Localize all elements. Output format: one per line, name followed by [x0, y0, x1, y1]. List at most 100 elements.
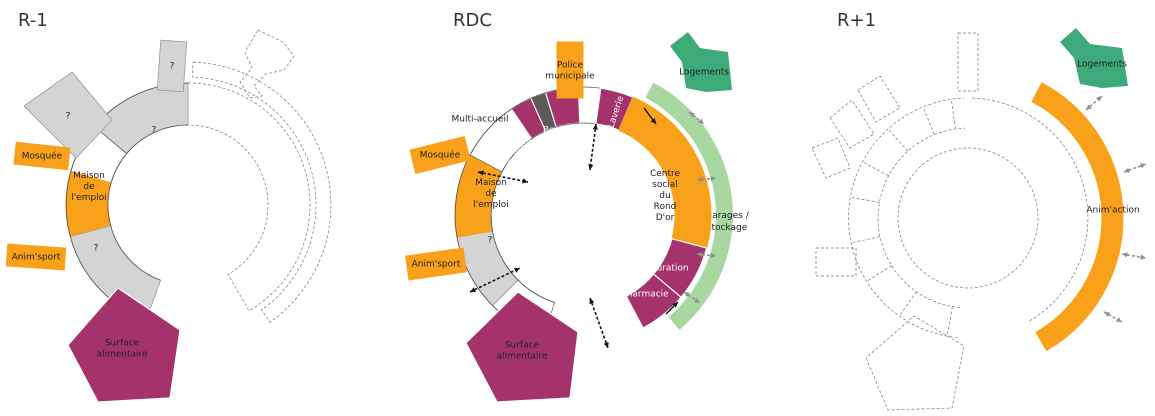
- arrow-r1-3-head: [1122, 252, 1128, 258]
- arrow-r1-1: [1085, 95, 1103, 111]
- label-centre-line: du: [659, 191, 670, 201]
- outline-radial-8: [950, 99, 956, 129]
- box-surface-alimentaire: [67, 287, 181, 403]
- label-mosquee: Mosquée: [420, 150, 461, 161]
- arrow-bottom-head: [603, 342, 609, 348]
- ring-outline: [65, 82, 189, 320]
- label-surface-line: Surface: [105, 338, 140, 348]
- label-centre-line: D'or: [656, 213, 675, 223]
- ring-inner-outline: [107, 124, 189, 281]
- arrow-bottom-head: [589, 298, 595, 304]
- arrow-r1-3-head: [1140, 254, 1146, 260]
- arrow-garage-1-head: [689, 112, 695, 118]
- outline-inner-circle: [897, 147, 1039, 289]
- panel-title-r-1: R-1: [18, 10, 48, 31]
- box-mosquee: [13, 141, 71, 171]
- arrow-garage-2: [696, 175, 717, 183]
- arrow-r1-2-head: [1140, 163, 1146, 169]
- outline-radial-3: [850, 236, 881, 244]
- label-q-upper: ?: [66, 112, 71, 122]
- box-logements: [1060, 28, 1128, 88]
- box-top-question: [156, 39, 188, 93]
- label-maison-line: l'emploi: [71, 193, 107, 203]
- outline-bottom: [865, 315, 965, 411]
- label-maison-line: l'emploi: [473, 200, 509, 210]
- outline-left: [811, 137, 851, 179]
- arrow-pharmacie-head: [672, 302, 678, 308]
- arrow-laverie-head: [650, 118, 656, 124]
- outline-radial-0: [946, 306, 953, 337]
- label-logements: Logements: [1077, 60, 1127, 70]
- arrow-top: [588, 123, 598, 171]
- arrow-r1-2-shaft: [1123, 163, 1147, 173]
- label-q-top: ?: [170, 62, 175, 72]
- label-garages: Garages /stockage: [705, 211, 750, 233]
- outline-upper-left-1: [857, 75, 901, 123]
- outline-top-shape: [239, 29, 295, 99]
- outline-radial-5: [861, 161, 889, 177]
- arrow-mosquee-centre-head: [522, 178, 528, 184]
- label-animsport: Anim'sport: [12, 253, 61, 263]
- label-logements: Logements: [679, 68, 729, 78]
- arrow-animsport-centre-shaft: [469, 267, 521, 293]
- label-centre-line: social: [652, 180, 678, 190]
- outline-ring-right: [187, 82, 311, 312]
- outline-radial-1: [898, 291, 917, 317]
- arrow-garage-4-head: [684, 292, 690, 298]
- box-upper-left: [23, 71, 113, 159]
- arrow-animsport-centre-head: [514, 267, 520, 273]
- label-q: ?: [488, 236, 493, 246]
- label-q-lower: ?: [94, 244, 99, 254]
- label-animaction: Anim'action: [1086, 206, 1139, 216]
- arc-animaction: [1031, 82, 1124, 352]
- arrow-r1-4: [1103, 311, 1123, 323]
- outline-left-box: [815, 247, 857, 277]
- arrow-r1-4-head: [1104, 312, 1110, 317]
- label-animsport: Anim'sport: [412, 260, 461, 270]
- arrow-laverie: [643, 107, 657, 125]
- label-q-arc: ?: [152, 126, 157, 136]
- label-mosquee: Mosquée: [22, 151, 63, 162]
- arrow-animsport-centre-head: [470, 287, 476, 293]
- arrow-garage-2-head: [710, 175, 716, 182]
- box-mosquee: [409, 135, 471, 175]
- box-surface-alimentaire: [465, 291, 579, 403]
- label-police-line: municipale: [545, 71, 595, 81]
- box-police: [556, 41, 584, 99]
- arrow-garage-1-head: [698, 118, 704, 124]
- ring-outline-left: [454, 86, 579, 338]
- label-maison-line: Maison: [475, 178, 507, 188]
- outline-upper-left-2: [829, 99, 875, 149]
- label-boulangerie: Boulangerie: [543, 126, 598, 136]
- label-garages-line: Garages /: [705, 211, 750, 221]
- label-pharmacie: Pharmacie: [621, 290, 669, 300]
- arrow-animsport-centre: [469, 267, 521, 293]
- label-multi: Multi-accueil: [452, 115, 509, 125]
- outline-ring-mid: [877, 127, 965, 309]
- panel-title-rdc: RDC: [453, 10, 492, 31]
- label-surface-line: alimentaire: [496, 351, 548, 361]
- box-animsport: [5, 243, 67, 271]
- arrow-garage-3-head: [710, 252, 716, 259]
- arrow-r1-4-head: [1116, 317, 1122, 322]
- outline-radial-7: [922, 106, 935, 135]
- box-animsport: [405, 247, 467, 281]
- label-maison-line: de: [485, 189, 497, 199]
- label-centre-line: Centre: [650, 169, 681, 179]
- arrow-r1-2: [1123, 163, 1147, 173]
- arrow-bottom: [589, 297, 609, 349]
- label-surface-line: alimentaire: [96, 349, 148, 359]
- arrow-r1-1-head: [1096, 96, 1102, 102]
- arrow-garage-4: [683, 291, 701, 304]
- outline-ring-right: [972, 97, 1089, 323]
- label-surface-line: Surface: [505, 340, 540, 350]
- ring-inner-outline-left: [490, 122, 580, 303]
